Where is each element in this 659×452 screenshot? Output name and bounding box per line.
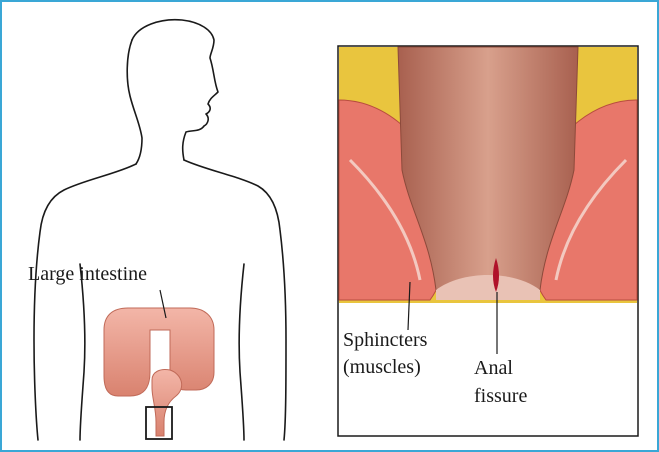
sphincters-label: Sphincters [343,329,427,351]
large-intestine-label: Large intestine [28,263,147,285]
large-intestine [104,308,214,436]
anal-fissure-label: Anal [474,357,513,379]
sphincters-sublabel: (muscles) [343,356,421,378]
anal-fissure-sublabel: fissure [474,385,527,407]
